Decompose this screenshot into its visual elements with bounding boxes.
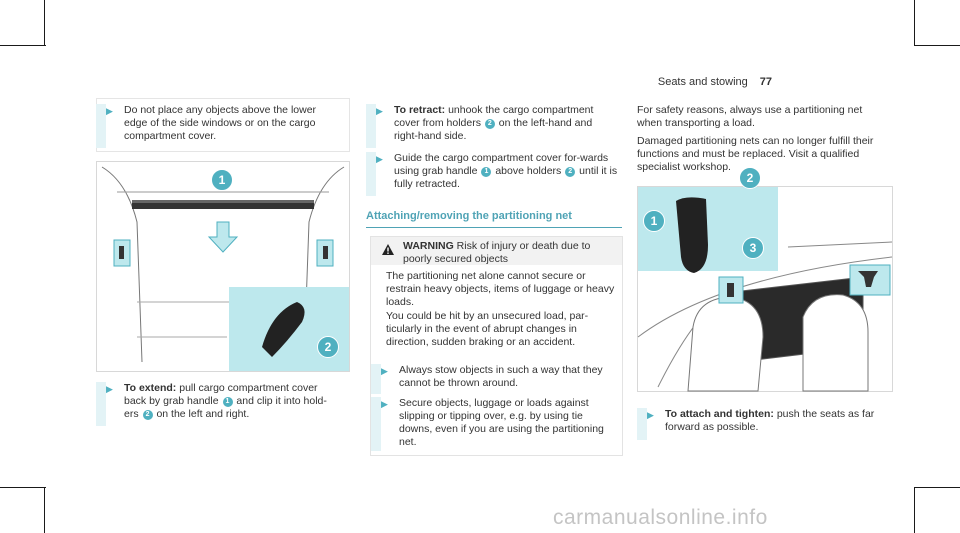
extend-text-3: on the left and right.: [156, 408, 250, 420]
guide-text-2: above holders: [495, 165, 562, 177]
retract-step: ▶ To retract: unhook the cargo compartme…: [366, 104, 618, 148]
step-bar: [96, 382, 106, 426]
extend-text-1: pull cargo compartment cover back by gra…: [124, 382, 318, 407]
partition-net-illustration: [637, 187, 893, 392]
warning-bullet-2-text: Secure objects, luggage or loads against…: [399, 397, 604, 448]
section-title: Attaching/removing the partitioning net: [366, 210, 572, 222]
callout-2-inline: 2: [565, 167, 576, 177]
warning-bullet-2: ▶ Secure objects, luggage or loads again…: [371, 397, 616, 451]
arrow-right-icon: ▶: [106, 106, 113, 116]
page-number: 77: [759, 76, 772, 88]
step-bar: [366, 152, 376, 196]
warning-triangle-icon: [382, 244, 394, 255]
watermark: carmanualsonline.info: [553, 506, 768, 529]
tip-text: Do not place any objects above the lower…: [124, 104, 317, 142]
callout-2: 2: [739, 167, 761, 189]
callout-1: 1: [643, 210, 665, 232]
section-rule: [366, 227, 622, 228]
crop-mark: [44, 0, 45, 46]
attach-step: ▶ To attach and tighten: push the seats …: [637, 408, 889, 440]
attach-label: To attach and tighten:: [665, 408, 774, 420]
arrow-right-icon: ▶: [376, 106, 383, 116]
warning-headline-block: WARNING Risk of injury or death due to p…: [403, 240, 613, 266]
step-bar: [371, 364, 381, 394]
arrow-right-icon: ▶: [647, 410, 654, 420]
partition-net-figure: 1 2 3: [637, 167, 893, 392]
warning-header-bg: [371, 237, 622, 265]
callout-3: 3: [742, 237, 764, 259]
cargo-cover-figure: 1 2: [96, 161, 350, 372]
callout-1-inline: 1: [222, 397, 233, 407]
callout-1-inline: 1: [481, 167, 492, 177]
warning-para-2: You could be hit by an unsecured load, p…: [386, 310, 589, 348]
arrow-right-icon: ▶: [381, 399, 388, 409]
retract-text-2: on the left-hand and right-hand side.: [394, 117, 593, 142]
extend-label: To extend:: [124, 382, 177, 394]
crop-mark: [914, 45, 960, 46]
retract-text: To retract: unhook the cargo compartment…: [394, 104, 618, 143]
crop-mark: [914, 487, 960, 488]
extend-step: ▶ To extend: pull cargo compartment cove…: [96, 382, 341, 426]
extend-text: To extend: pull cargo compartment cover …: [124, 382, 341, 421]
arrow-right-icon: ▶: [381, 366, 388, 376]
crop-mark: [914, 487, 915, 533]
callout-2-inline: 2: [484, 119, 495, 129]
section-name: Seats and stowing: [657, 76, 748, 88]
crop-mark: [0, 487, 46, 488]
tip-box: [96, 98, 350, 152]
warning-headline: Risk of injury or death due to poorly se…: [403, 240, 591, 265]
cargo-cover-illustration: [101, 166, 349, 371]
extend-text-2: and clip it into hold-ers: [124, 395, 327, 420]
step-bar: [637, 408, 647, 440]
guide-step: ▶ Guide the cargo compartment cover for-…: [366, 152, 618, 196]
step-bar: [366, 104, 376, 148]
step-bar: [96, 104, 106, 148]
callout-1: 1: [211, 169, 233, 191]
warning-bullet-1: ▶ Always stow objects in such a way that…: [371, 364, 616, 394]
warning-bullet-1-text: Always stow objects in such a way that t…: [399, 364, 603, 389]
crop-mark: [0, 45, 46, 46]
step-bar: [371, 397, 381, 451]
guide-text: Guide the cargo compartment cover for-wa…: [394, 152, 618, 191]
running-header: Seats and stowing 77: [658, 76, 772, 88]
crop-mark: [44, 487, 45, 533]
retract-text-1: unhook the cargo compartment cover from …: [394, 104, 594, 129]
guide-text-3: until it is fully retracted.: [394, 165, 618, 190]
arrow-right-icon: ▶: [106, 384, 113, 394]
arrow-right-icon: ▶: [376, 154, 383, 164]
warning-box: WARNING Risk of injury or death due to p…: [370, 236, 623, 456]
warning-label: WARNING: [403, 240, 454, 252]
callout-2: 2: [317, 336, 339, 358]
crop-mark: [914, 0, 915, 46]
guide-text-1: Guide the cargo compartment cover for-wa…: [394, 152, 609, 177]
callout-2-inline: 2: [142, 410, 153, 420]
attach-text: To attach and tighten: push the seats as…: [665, 408, 889, 434]
col3-para-1: For safety reasons, always use a partiti…: [637, 104, 863, 129]
col3-para-2: Damaged partitioning nets can no longer …: [637, 135, 874, 173]
tip-step: ▶ Do not place any objects above the low…: [96, 104, 326, 148]
attach-body: push the seats as far forward as possibl…: [665, 408, 875, 433]
warning-para-1: The partitioning net alone cannot secure…: [386, 270, 615, 308]
retract-label: To retract:: [394, 104, 446, 116]
